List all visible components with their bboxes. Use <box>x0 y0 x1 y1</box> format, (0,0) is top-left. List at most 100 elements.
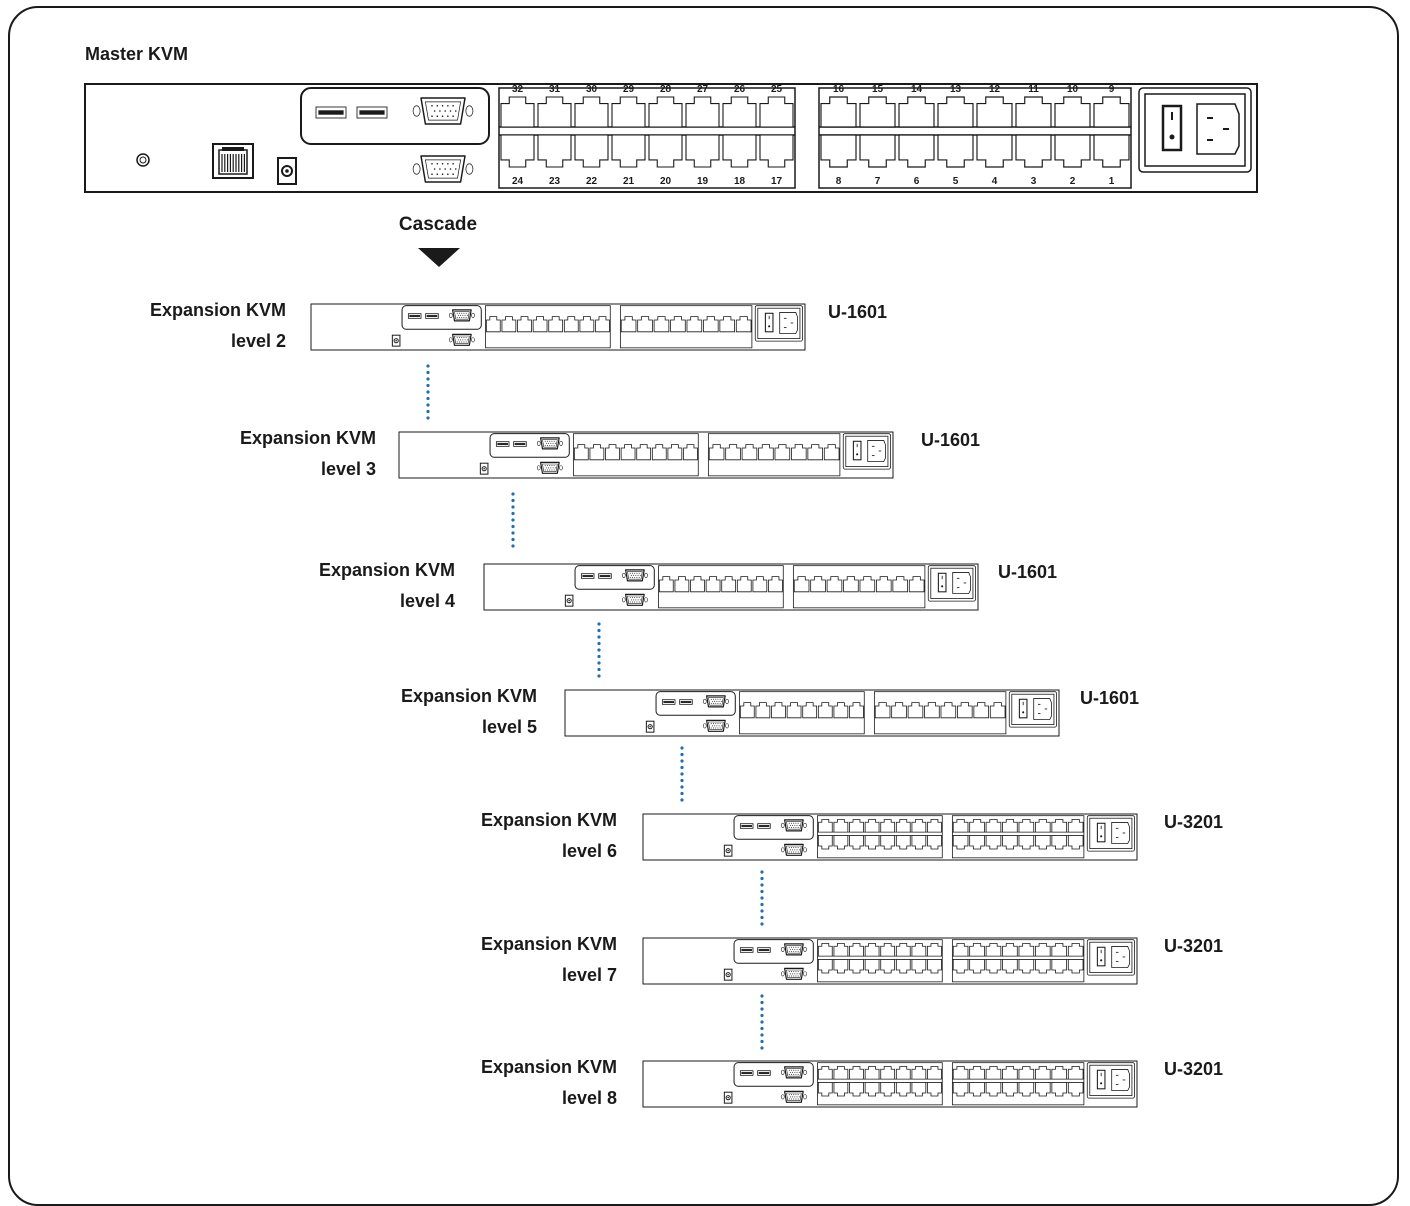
rj45-port <box>573 444 589 461</box>
svg-text:15: 15 <box>872 84 884 95</box>
rj45-port <box>722 134 757 168</box>
connector-dot <box>426 403 430 407</box>
rj45-port <box>849 835 864 850</box>
rj45-port <box>1093 96 1130 128</box>
rj45-port <box>940 702 957 719</box>
connector-dot <box>680 772 684 776</box>
connector-dot <box>680 759 684 763</box>
power-switch-icon <box>1096 822 1106 843</box>
rj45-port <box>952 1082 969 1097</box>
rj45-port <box>911 1066 927 1080</box>
rj45-port <box>1018 959 1035 974</box>
rj45-port <box>895 943 911 957</box>
power-switch-icon <box>852 440 862 461</box>
rj45-port <box>849 959 864 974</box>
rj45-port <box>674 576 690 593</box>
rj45-port <box>1018 1066 1035 1080</box>
rj45-port <box>1035 943 1051 957</box>
rj45-port <box>952 943 969 957</box>
rj45-port <box>705 576 721 593</box>
connector-dot <box>597 635 601 639</box>
svg-text:6: 6 <box>914 176 920 187</box>
rj45-port <box>874 702 891 719</box>
rj45-port <box>1067 1066 1084 1080</box>
rj45-port <box>927 819 942 833</box>
rj45-port <box>817 819 833 833</box>
rj45-port <box>739 702 755 719</box>
connector-dot <box>760 1039 764 1044</box>
rj45-port <box>952 959 969 974</box>
rj45-port <box>532 316 548 333</box>
master-kvm-unit: 3224312330222921282027192618251716815714… <box>84 83 1258 193</box>
iec-socket <box>1196 103 1240 155</box>
connector-dot <box>760 994 764 998</box>
connector-dot <box>511 544 515 548</box>
connector-dot <box>511 537 515 542</box>
rj45-port <box>537 134 572 168</box>
rj45-port <box>969 943 985 957</box>
model-label: U-1601 <box>828 302 887 322</box>
connector-dot <box>680 798 684 802</box>
rj45-port <box>833 835 849 850</box>
iec-socket <box>1111 946 1130 968</box>
connector-dot <box>511 524 515 529</box>
expansion-level-label: level 4 <box>400 591 455 611</box>
vga-port <box>540 437 560 450</box>
vga-port <box>452 309 472 322</box>
power-switch-icon <box>1096 1069 1106 1090</box>
expansion-level-label: level 6 <box>562 841 617 861</box>
vga-port <box>706 719 726 732</box>
rj45-port <box>849 1082 864 1097</box>
svg-text:17: 17 <box>771 176 783 187</box>
rj45-port <box>859 576 876 593</box>
connector-dot <box>426 364 430 368</box>
rj45-port <box>864 819 880 833</box>
vga-port <box>784 819 804 832</box>
connector-dot <box>597 661 601 665</box>
expansion-level-label: level 3 <box>321 459 376 479</box>
connector-dot <box>426 377 430 381</box>
connector-dot <box>760 1026 764 1031</box>
connector-dot <box>511 492 515 496</box>
rj45-port <box>611 134 646 168</box>
rj45-port <box>927 959 942 974</box>
cascade-arrow-icon <box>418 248 460 267</box>
rj45-port <box>1018 835 1035 850</box>
rj45-port <box>823 444 840 461</box>
rj45-port <box>1015 96 1052 128</box>
rj45-port <box>849 702 864 719</box>
rj45-port <box>683 444 698 461</box>
rj45-port <box>1018 819 1035 833</box>
rj45-port <box>817 1066 833 1080</box>
expansion-name-label: Expansion KVM <box>319 560 455 580</box>
connector-dot <box>760 1020 764 1024</box>
rj45-port <box>620 444 636 461</box>
rj45-port <box>690 576 705 593</box>
rj45-port <box>849 819 864 833</box>
model-label: U-1601 <box>1080 688 1139 708</box>
rj45-port <box>722 96 757 128</box>
rj45-port <box>774 444 791 461</box>
expansion-name-label: Expansion KVM <box>150 300 286 320</box>
connector-dot <box>511 518 515 522</box>
connector-dot <box>760 1046 764 1050</box>
connector-dot <box>760 870 764 874</box>
rj45-port <box>880 943 896 957</box>
rj45-port <box>1067 943 1084 957</box>
vga-port <box>784 967 804 980</box>
connector-dot <box>760 1033 764 1037</box>
rj45-port <box>1051 959 1068 974</box>
rj45-port <box>653 316 670 333</box>
rj45-port <box>759 134 794 168</box>
rj45-port <box>648 96 683 128</box>
rj45-port <box>574 96 609 128</box>
rj45-port <box>985 943 1002 957</box>
connector-dot <box>760 915 764 920</box>
connector-dot <box>597 628 601 633</box>
rj45-port <box>685 96 720 128</box>
rj45-port <box>817 959 833 974</box>
rj45-port <box>537 96 572 128</box>
rj45-port <box>1067 1082 1084 1097</box>
